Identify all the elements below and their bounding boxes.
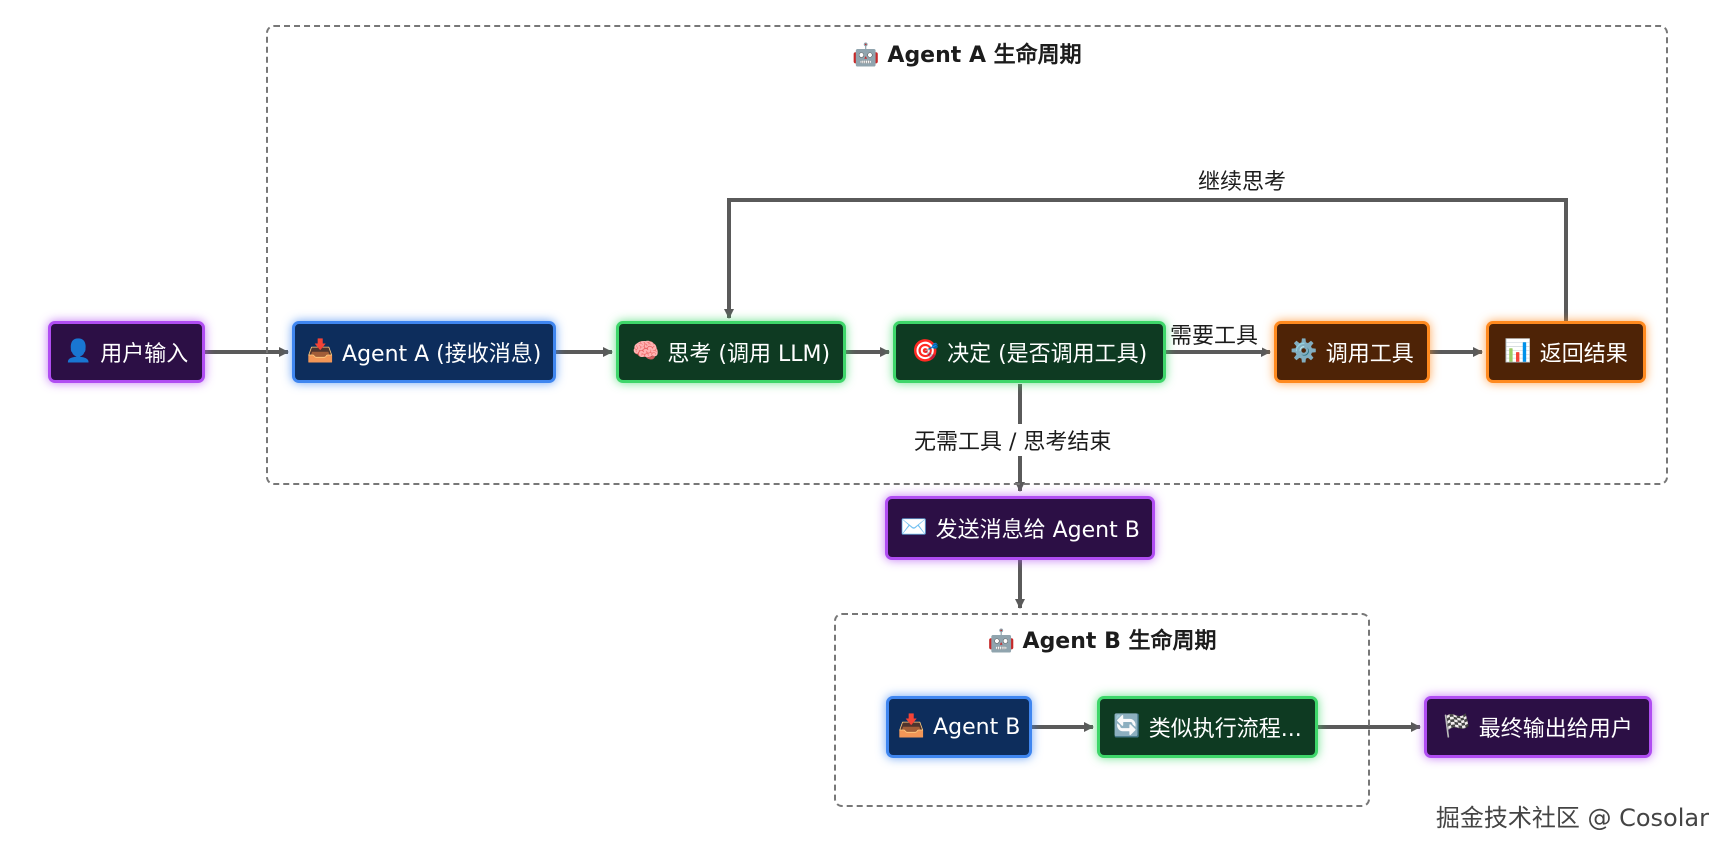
node-label: 调用工具 bbox=[1325, 342, 1414, 367]
edge-result-to-think-loop bbox=[724, 198, 1568, 321]
node-label: 决定 (是否调用工具) bbox=[947, 342, 1148, 367]
inbox-icon: 📥 bbox=[306, 339, 335, 364]
envelope-icon: ✉️ bbox=[900, 515, 928, 540]
node-agent-b[interactable]: 📥 Agent B bbox=[886, 696, 1032, 758]
agent-a-lifecycle-title: 🤖 Agent A 生命周期 bbox=[852, 43, 1082, 68]
node-label: 最终输出给用户 bbox=[1478, 717, 1633, 742]
node-label: Agent B bbox=[933, 714, 1021, 740]
node-user-input[interactable]: 👤 用户输入 bbox=[48, 321, 205, 383]
edge-label-continue-thinking: 继续思考 bbox=[1194, 164, 1291, 196]
brain-icon: 🧠 bbox=[631, 339, 660, 364]
agent-b-lifecycle-title: 🤖 Agent B 生命周期 bbox=[987, 629, 1217, 654]
watermark: 掘金技术社区 @ Cosolar bbox=[1435, 804, 1709, 832]
gear-icon: ⚙️ bbox=[1290, 339, 1318, 364]
node-label: 思考 (调用 LLM) bbox=[667, 342, 831, 367]
target-icon: 🎯 bbox=[911, 339, 940, 364]
node-label: Agent A (接收消息) bbox=[342, 342, 542, 367]
agent-b-lifecycle-group: 🤖 Agent B 生命周期 bbox=[834, 613, 1370, 807]
node-send-message[interactable]: ✉️ 发送消息给 Agent B bbox=[885, 496, 1155, 560]
node-decide[interactable]: 🎯 决定 (是否调用工具) bbox=[893, 321, 1166, 383]
node-label: 返回结果 bbox=[1539, 342, 1628, 367]
node-final-output[interactable]: 🏁 最终输出给用户 bbox=[1424, 696, 1652, 758]
inbox-icon: 📥 bbox=[897, 714, 926, 739]
refresh-icon: 🔄 bbox=[1113, 714, 1141, 739]
edge-label-need-tool: 需要工具 bbox=[1166, 318, 1263, 350]
node-label: 类似执行流程... bbox=[1148, 717, 1302, 742]
node-label: 用户输入 bbox=[100, 342, 189, 367]
node-think[interactable]: 🧠 思考 (调用 LLM) bbox=[616, 321, 846, 383]
node-return-result[interactable]: 📊 返回结果 bbox=[1486, 321, 1646, 383]
checkered-flag-icon: 🏁 bbox=[1443, 714, 1471, 739]
node-agent-a-receive[interactable]: 📥 Agent A (接收消息) bbox=[292, 321, 556, 383]
edge-label-no-tool: 无需工具 / 思考结束 bbox=[910, 424, 1116, 456]
user-icon: 👤 bbox=[64, 339, 93, 364]
bar-chart-icon: 📊 bbox=[1504, 339, 1532, 364]
node-similar-flow[interactable]: 🔄 类似执行流程... bbox=[1097, 696, 1318, 758]
agent-a-lifecycle-group: 🤖 Agent A 生命周期 bbox=[266, 25, 1668, 485]
node-label: 发送消息给 Agent B bbox=[935, 518, 1140, 543]
node-call-tool[interactable]: ⚙️ 调用工具 bbox=[1274, 321, 1430, 383]
